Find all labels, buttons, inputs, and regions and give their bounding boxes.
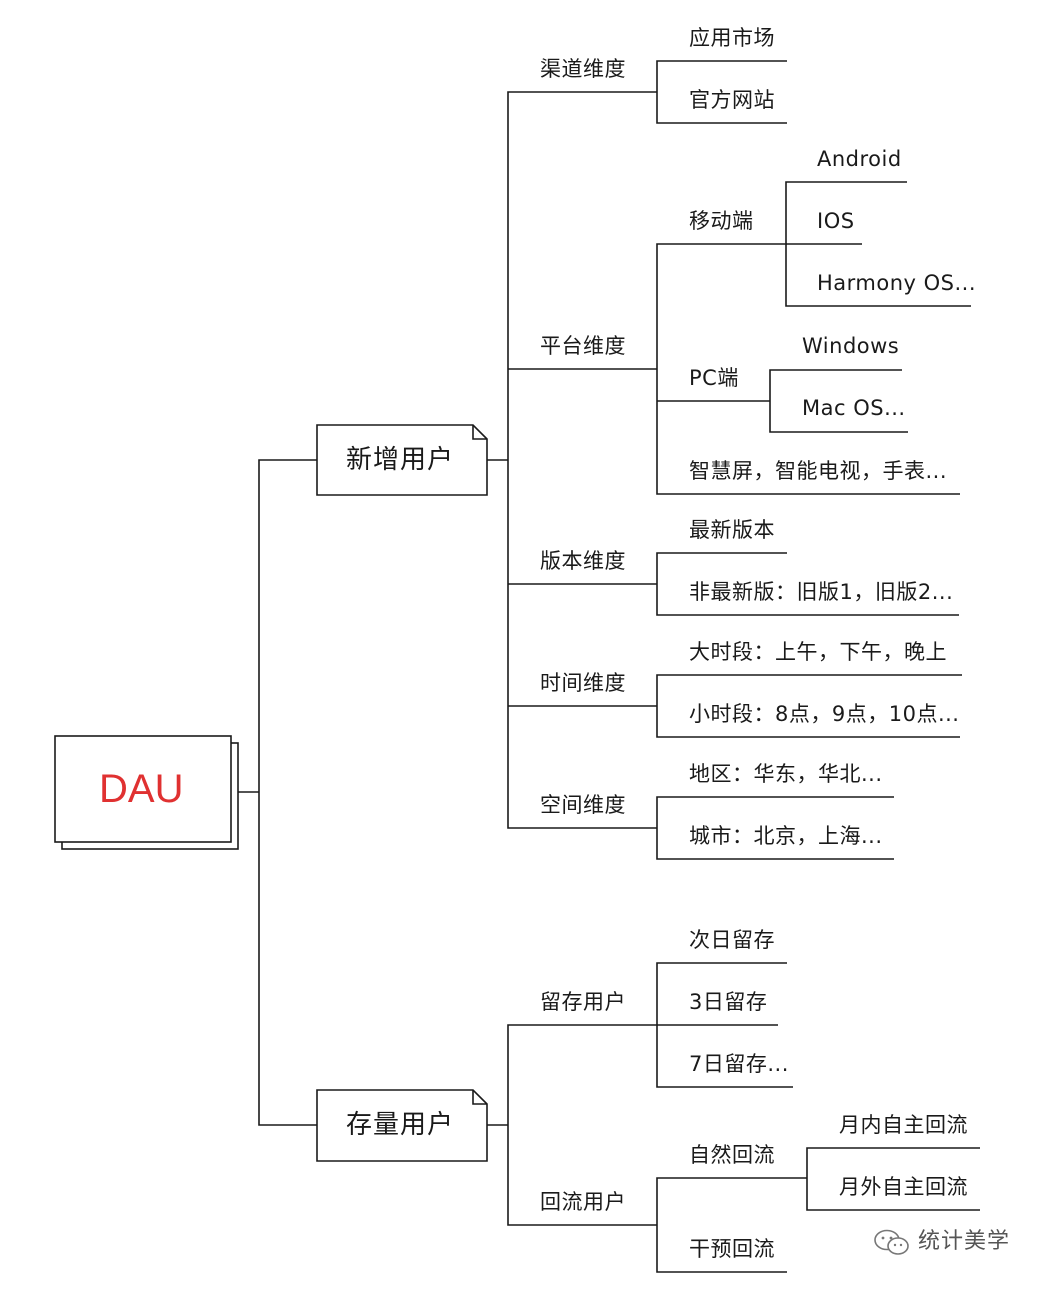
returning-in-month: 月内自主回流 xyxy=(839,1113,968,1137)
pc-spine xyxy=(769,369,908,433)
platform-dimension-label: 平台维度 xyxy=(540,334,626,358)
time-large-period: 大时段：上午，下午，晚上 xyxy=(689,640,947,664)
channel-app-store: 应用市场 xyxy=(689,26,775,50)
platform-mobile-label: 移动端 xyxy=(689,209,754,233)
retained-7-day: 7日留存... xyxy=(689,1052,789,1076)
platform-android: Android xyxy=(817,147,902,171)
space-city: 城市：北京，上海... xyxy=(689,824,883,848)
platform-macos: Mac OS... xyxy=(802,396,906,420)
returning-intervention: 干预回流 xyxy=(689,1237,775,1261)
new-users-fold xyxy=(472,425,487,440)
version-older: 非最新版：旧版1，旧版2... xyxy=(689,580,954,604)
watermark-text: 统计美学 xyxy=(918,1229,1011,1254)
natural-spine xyxy=(806,1147,980,1211)
version-latest: 最新版本 xyxy=(689,518,775,542)
root-box xyxy=(54,735,232,843)
platform-other: 智慧屏，智能电视，手表... xyxy=(689,459,948,483)
space-spine xyxy=(656,796,894,860)
root-branch-spine xyxy=(258,459,317,1126)
platform-windows: Windows xyxy=(802,334,900,358)
retained-next-day: 次日留存 xyxy=(689,928,775,952)
version-dimension-label: 版本维度 xyxy=(540,549,626,573)
platform-spine xyxy=(656,243,960,495)
time-spine xyxy=(656,674,962,738)
returning-natural-label: 自然回流 xyxy=(689,1143,775,1167)
platform-pc-label: PC端 xyxy=(689,366,739,390)
returning-users-label: 回流用户 xyxy=(540,1190,626,1214)
platform-harmony: Harmony OS... xyxy=(817,271,977,295)
existing-users-label: 存量用户 xyxy=(346,1110,455,1140)
channel-official-site: 官方网站 xyxy=(689,88,775,112)
channel-dimension-label: 渠道维度 xyxy=(540,57,626,81)
time-small-period: 小时段：8点，9点，10点... xyxy=(689,702,960,726)
new-users-label: 新增用户 xyxy=(346,445,455,475)
wechat-icon xyxy=(874,1229,909,1255)
existing-users-spine xyxy=(507,1024,657,1226)
existing-users-fold xyxy=(472,1090,487,1105)
retained-users-label: 留存用户 xyxy=(540,990,626,1014)
time-dimension-label: 时间维度 xyxy=(540,671,626,695)
existing-users-box xyxy=(316,1089,488,1162)
version-spine xyxy=(656,552,959,616)
new-users-box xyxy=(316,424,488,496)
new-users-spine xyxy=(507,91,657,829)
returning-spine xyxy=(656,1177,807,1273)
returning-out-month: 月外自主回流 xyxy=(839,1175,968,1199)
channel-spine xyxy=(656,60,787,124)
retained-3-day: 3日留存 xyxy=(689,990,768,1014)
platform-ios: IOS xyxy=(817,209,855,233)
root-label: DAU xyxy=(99,767,184,811)
space-dimension-label: 空间维度 xyxy=(540,793,626,817)
space-region: 地区：华东，华北... xyxy=(689,762,883,786)
